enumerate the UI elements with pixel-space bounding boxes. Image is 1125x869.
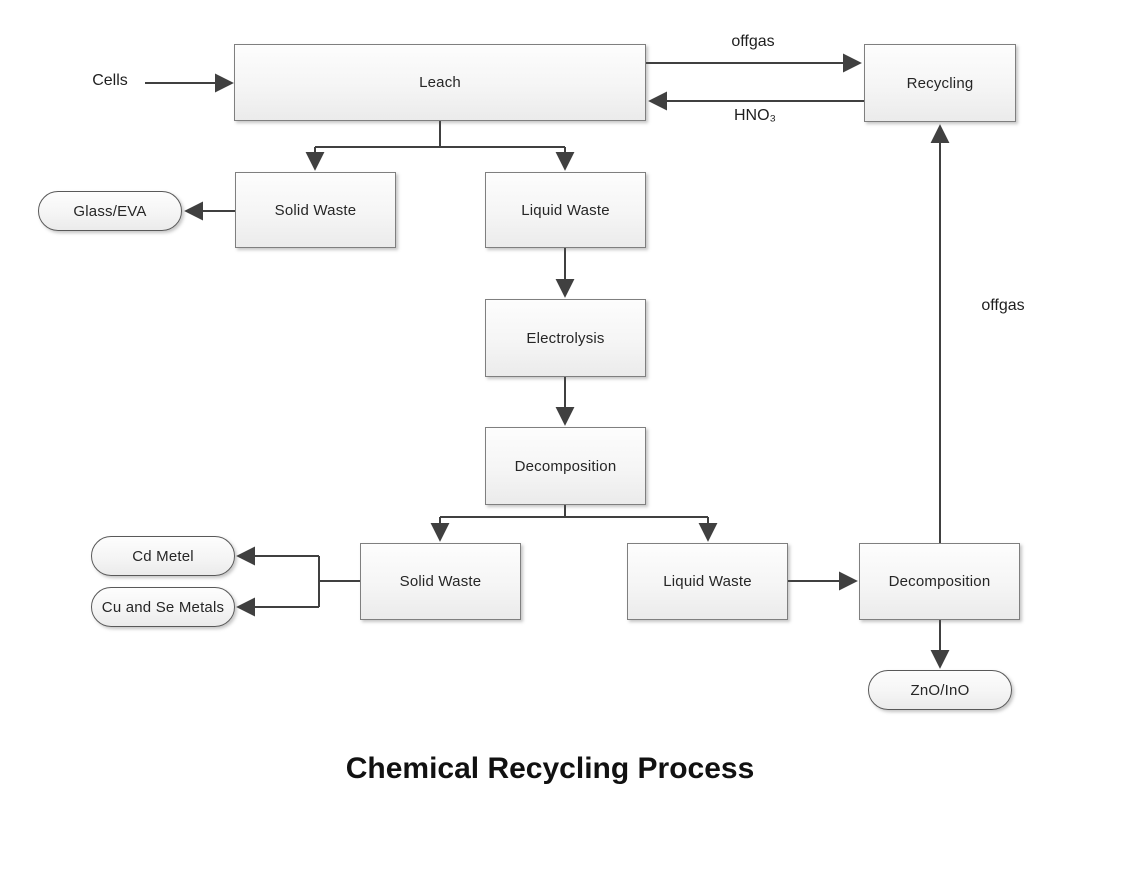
- node-solid-waste-bottom: Solid Waste: [360, 543, 521, 620]
- node-glass-eva: Glass/EVA: [38, 191, 182, 231]
- node-cd-metal: Cd Metel: [91, 536, 235, 576]
- node-cu-se-metals: Cu and Se Metals: [91, 587, 235, 627]
- node-solid-waste-top: Solid Waste: [235, 172, 396, 248]
- hno3-label: HNO₃: [733, 107, 777, 124]
- node-decomposition-right: Decomposition: [859, 543, 1020, 620]
- node-zno-ino: ZnO/InO: [868, 670, 1012, 710]
- node-electrolysis: Electrolysis: [485, 299, 646, 377]
- offgas-right-label: offgas: [981, 297, 1025, 314]
- diagram-title: Chemical Recycling Process: [345, 752, 755, 785]
- node-decomposition-mid: Decomposition: [485, 427, 646, 505]
- node-liquid-waste-top: Liquid Waste: [485, 172, 646, 248]
- offgas-top-label: offgas: [731, 33, 775, 50]
- node-leach: Leach: [234, 44, 646, 121]
- cells-label: Cells: [92, 72, 128, 89]
- node-recycling: Recycling: [864, 44, 1016, 122]
- node-liquid-waste-bottom: Liquid Waste: [627, 543, 788, 620]
